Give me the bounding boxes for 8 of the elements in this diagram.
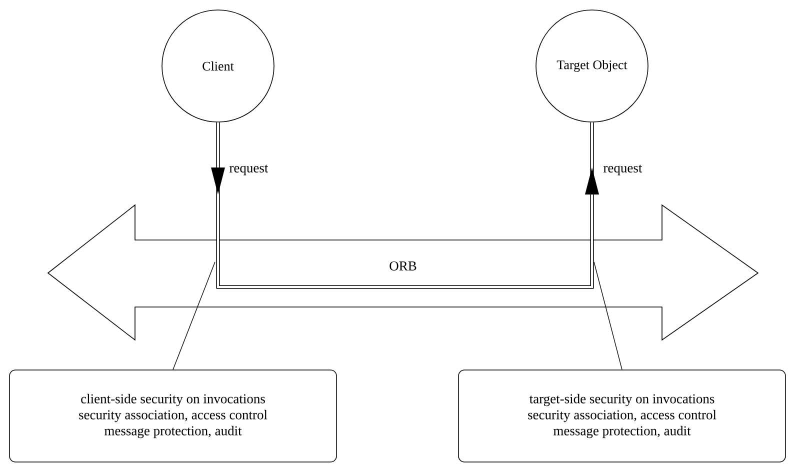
note-box: target-side security on invocations security association, access control message protection, audit	[458, 370, 786, 462]
edge-label: request	[229, 164, 268, 176]
leader-line	[172, 262, 216, 370]
arrow	[585, 122, 599, 240]
arrow	[211, 122, 225, 240]
note-box: client-side security on invocations security association, access control message protection, audit	[9, 370, 337, 462]
leader-line	[594, 262, 622, 370]
edge-label: request	[603, 164, 642, 176]
